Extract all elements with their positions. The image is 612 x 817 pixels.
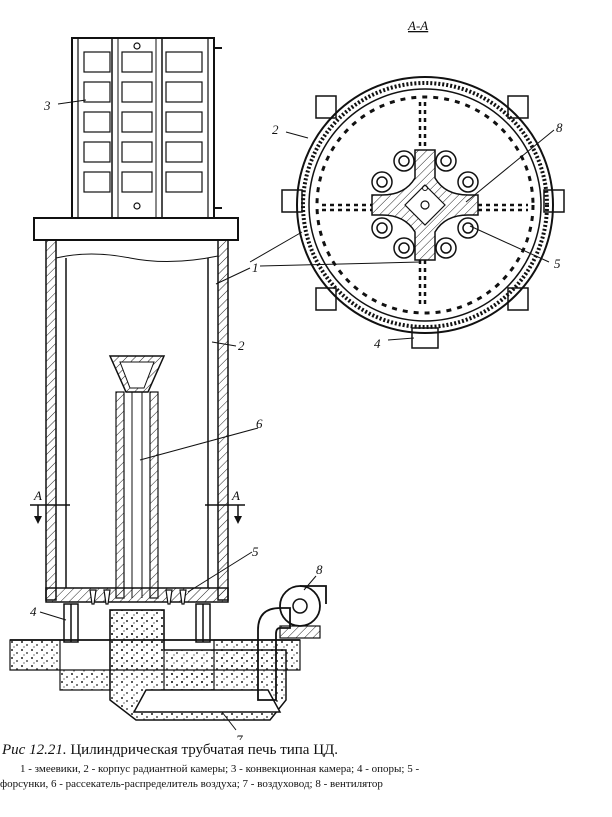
section-a-left: А — [33, 488, 42, 503]
convection-chamber — [71, 37, 222, 219]
caption-title: Рис 12.21. Цилиндрическая трубчатая печь… — [2, 742, 338, 759]
callout-5: 5 — [252, 544, 259, 559]
air-distributor — [108, 355, 166, 599]
support-slab — [33, 217, 239, 241]
section-callout-5: 5 — [554, 256, 561, 271]
callout-4: 4 — [30, 604, 37, 619]
fan-and-duct — [257, 585, 327, 701]
burners — [89, 589, 187, 605]
foundation — [9, 609, 301, 721]
callout-3: 3 — [43, 98, 51, 113]
section-title: А-А — [407, 18, 428, 33]
section-callout-8: 8 — [556, 120, 563, 135]
section-callout-4: 4 — [374, 336, 381, 351]
callout-6: 6 — [256, 416, 263, 431]
supports — [63, 603, 211, 643]
callout-7: 7 — [236, 732, 243, 740]
callout-2: 2 — [238, 338, 245, 353]
leader-lines — [39, 99, 555, 731]
caption-legend: 1 - змеевики, 2 - корпус радиантной каме… — [0, 762, 610, 792]
section-a-a-view — [281, 76, 565, 349]
caption-legend-line1: 1 - змеевики, 2 - корпус радиантной каме… — [20, 763, 420, 775]
caption-legend-line2: форсунки, 6 - рассекатель-распределитель… — [0, 778, 383, 790]
radiant-chamber — [30, 239, 245, 603]
section-a-right: А — [231, 488, 240, 503]
caption-prefix: Рис 12.21. — [2, 742, 67, 758]
callout-8: 8 — [316, 562, 323, 577]
furnace-diagram: А-А 3 1 2 6 5 4 8 7 А А 2 8 5 4 — [9, 18, 565, 740]
section-callout-2: 2 — [272, 122, 279, 137]
caption-title-text: Цилиндрическая трубчатая печь типа ЦД. — [66, 742, 339, 758]
callout-1: 1 — [252, 260, 259, 275]
